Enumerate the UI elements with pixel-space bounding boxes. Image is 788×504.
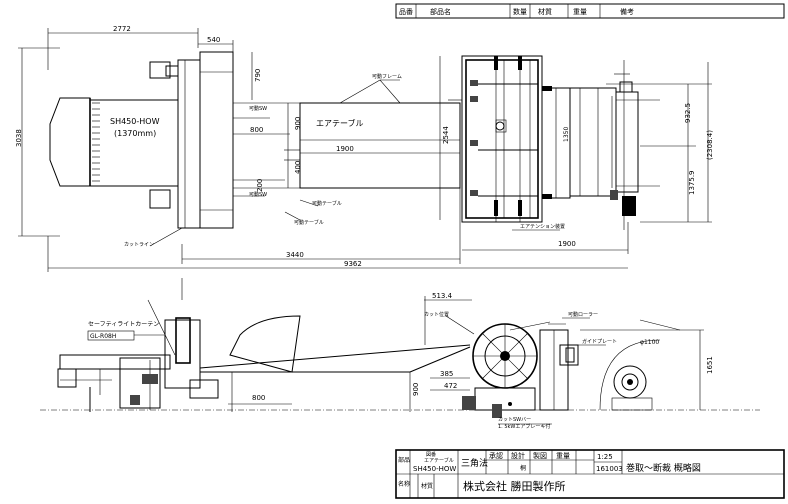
sw-label-2: 可動SW	[249, 191, 267, 198]
drawing-no: 161003	[596, 465, 623, 473]
dim-472: 472	[444, 382, 457, 390]
curtain-label: セーフティライトカーテン	[88, 321, 159, 328]
machine-name: SH450-HOW	[110, 117, 160, 126]
dim-513-4: 513.4	[432, 292, 453, 300]
roller-label: 可動ローラー	[568, 311, 598, 318]
tension-label: エアテンション装置	[520, 223, 565, 230]
company-name: 株式会社 勝田製作所	[463, 479, 566, 493]
projection: 三角法	[461, 457, 488, 469]
frame-label: 可動フレーム	[372, 73, 402, 80]
roll-hatch	[92, 102, 100, 182]
drawn-label: 製図	[533, 451, 547, 460]
drawing-title: 巻取〜断裁 概略図	[626, 462, 701, 474]
dim-200: 200	[256, 179, 264, 192]
material-label: 材質	[421, 482, 433, 490]
dim-9362: 9362	[344, 260, 362, 268]
dim-2772: 2772	[113, 25, 131, 33]
parts-name-header: 部品名	[430, 7, 451, 16]
dim-800: 800	[250, 126, 263, 134]
cut-bar-label: カットSWバー	[498, 417, 531, 423]
cut-line-label: カットライン	[124, 242, 154, 248]
dim-1100: φ1100	[640, 339, 659, 346]
dim-385: 385	[440, 370, 453, 378]
parts-code-header: 品番	[399, 8, 413, 16]
dim-1350: 1350	[563, 127, 570, 142]
approved-label: 承認	[489, 451, 503, 460]
dim-1900a: 1900	[336, 145, 354, 153]
title-block: 部品 図番 エアテーブル SH450-HOW 名称 材質 三角法 承認 設計 製…	[395, 449, 785, 499]
weight-label: 重量	[556, 452, 570, 460]
dim-1651: 1651	[706, 356, 714, 374]
drawer-name: 桐	[520, 464, 526, 472]
dim-3038: 3038	[15, 129, 23, 147]
side-view: セーフティライトカーテン GL-R08H 800 900 513.4 385 4…	[40, 278, 760, 430]
drawing-label: 図番	[426, 451, 436, 458]
parts-list-header: 品番 部品名 数量 材質 重量 備考	[395, 3, 785, 19]
name-label: 名称	[398, 480, 410, 488]
switch-label: 1. 5kWエアブレーキ付	[498, 423, 550, 430]
table-label-1: 可動テーブル	[312, 200, 342, 207]
side-dim-800: 800	[252, 394, 265, 402]
dim-2308: (2308.4)	[706, 130, 714, 160]
scale: 1:25	[597, 453, 613, 461]
dim-932-5: 932.5	[684, 103, 692, 123]
dim-900: 900	[294, 117, 302, 130]
name-main: SH450-HOW	[413, 465, 456, 473]
top-view: 2772 540 3038 SH450-HOW (1370mm)	[15, 25, 714, 272]
air-table-label: エアテーブル	[316, 118, 364, 128]
dim-2544: 2544	[442, 126, 450, 144]
table-label-2: 可動テーブル	[294, 219, 324, 226]
curtain-model: GL-R08H	[90, 333, 116, 340]
name-small: エアテーブル	[424, 457, 454, 464]
part-label: 部品	[398, 456, 410, 464]
sw-label-1: 可動SW	[249, 105, 267, 112]
side-dim-900: 900	[412, 383, 420, 396]
dim-1900b: 1900	[558, 240, 576, 248]
checked-label: 設計	[511, 451, 525, 460]
machine-width: (1370mm)	[114, 129, 156, 138]
dim-3440: 3440	[286, 251, 304, 259]
dim-540: 540	[207, 36, 220, 44]
cut-pos-label: カット位置	[424, 311, 449, 318]
parts-qty-header: 数量	[513, 7, 527, 16]
parts-material-header: 材質	[538, 7, 552, 16]
dim-1375-9: 1375.9	[688, 171, 696, 196]
guide-label: ガイドプレート	[582, 338, 617, 345]
parts-weight-header: 重量	[573, 8, 587, 16]
parts-remarks-header: 備考	[620, 7, 634, 16]
dim-400: 400	[294, 161, 302, 174]
dim-790: 790	[254, 69, 262, 82]
